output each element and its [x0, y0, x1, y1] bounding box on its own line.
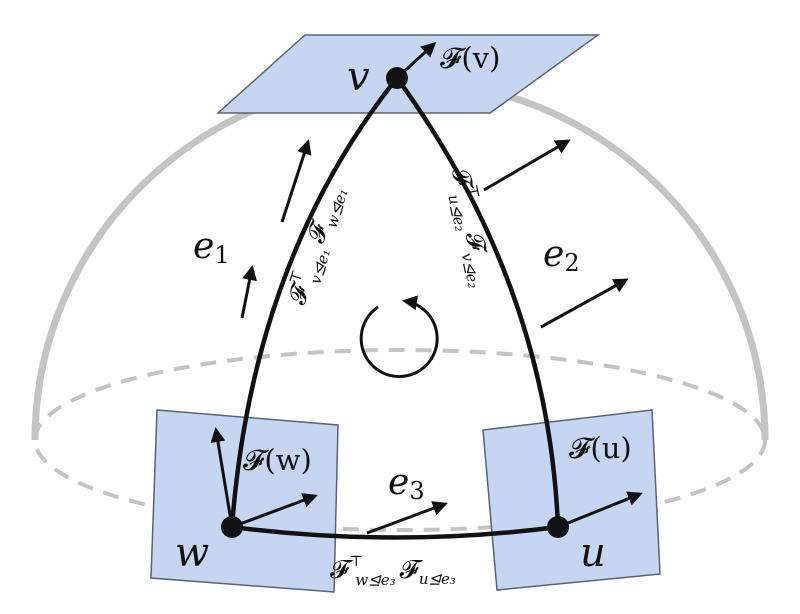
edge-e1-label: e1 — [193, 226, 230, 269]
edge-e2 — [395, 76, 561, 528]
map-e1-b-sub: w⊴e₁ — [323, 186, 352, 230]
arrow-e1-lower — [240, 265, 258, 319]
arrow-e2-lower — [540, 278, 629, 329]
map-e1-a-sub: v⊴e₁ — [306, 247, 334, 287]
map-e2-b-sub: v⊴e₂ — [458, 251, 483, 290]
vertex-u-dot — [547, 516, 569, 538]
vertex-w-dot — [221, 516, 243, 538]
arrow-stalk-u — [557, 491, 643, 529]
stalk-u-label: 𝓕(u) — [569, 431, 632, 465]
hemisphere-base-ellipse — [33, 348, 767, 532]
edge-e1-subscript: 1 — [214, 241, 229, 269]
vector-arrows — [210, 41, 643, 535]
arrow-e2-upper — [483, 139, 571, 192]
edge-e1-symbol: e — [193, 226, 214, 267]
vertex-w-label: w — [175, 530, 209, 576]
map-e3-a-sub: w⊴e₃ — [355, 571, 395, 589]
stalk-plane-u — [482, 409, 661, 591]
arrow-stalk-w-up — [210, 427, 234, 528]
vertex-v-label: v — [347, 54, 370, 100]
edge-e1 — [229, 76, 399, 528]
stalk-v-label: 𝓕(v) — [440, 41, 500, 75]
vertex-u-label: u — [580, 530, 606, 576]
edge-e3 — [231, 524, 559, 540]
map-e1-a-sup: ⊤ — [285, 268, 306, 287]
arrow-stalk-w-right — [231, 493, 318, 529]
edge-e2-subscript: 2 — [564, 249, 579, 277]
edge-e3-label: e3 — [388, 462, 425, 505]
map-e2-a-sup: ⊤ — [463, 183, 484, 201]
stalk-plane-v — [216, 34, 601, 114]
hemisphere-dome — [31, 76, 769, 441]
arrow-e1-upper — [280, 139, 312, 223]
vertex-v-dot — [386, 67, 408, 89]
edge-e3-symbol: e — [388, 462, 409, 503]
arrow-e3 — [366, 501, 448, 535]
edge-e2-label: e2 — [543, 234, 580, 277]
orientation-circle-arrow — [359, 295, 439, 379]
edge-e3-subscript: 3 — [409, 477, 424, 505]
edge-e2-symbol: e — [543, 234, 564, 275]
map-e3-a-sup: ⊤ — [349, 552, 363, 570]
stalk-w-label: 𝓕(w) — [243, 443, 312, 477]
stalk-plane-w — [150, 409, 339, 593]
map-e3-b-sub: u⊴e₃ — [419, 570, 456, 588]
